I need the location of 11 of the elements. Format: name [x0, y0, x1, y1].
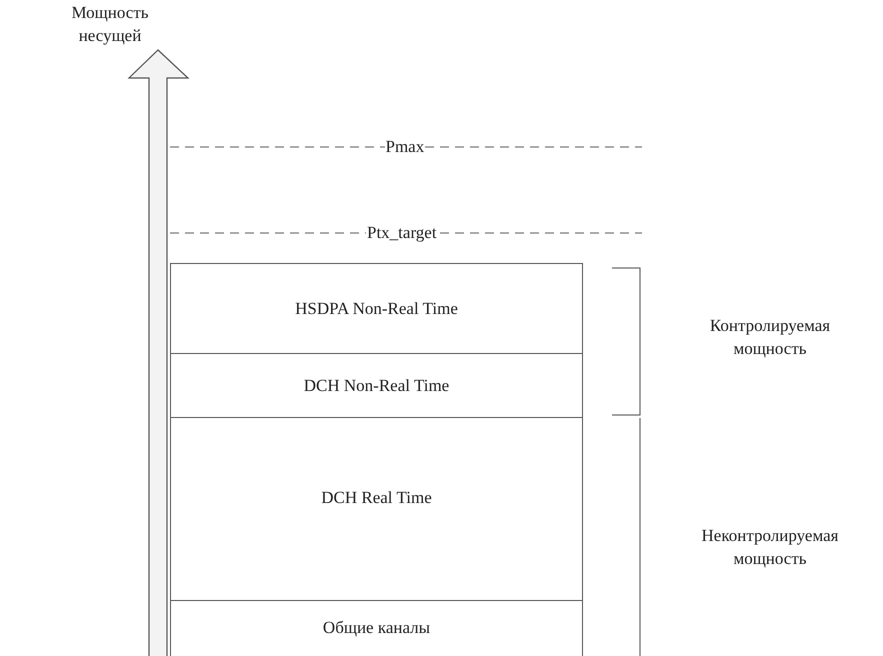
power-band — [170, 417, 583, 601]
band-label: DCH Non-Real Time — [304, 376, 450, 396]
region-label: Неконтролируемая мощность — [700, 525, 840, 570]
band-label: DCH Real Time — [321, 488, 432, 508]
power-band — [170, 263, 583, 354]
power-band — [170, 600, 583, 656]
power-band — [170, 353, 583, 418]
band-label: HSDPA Non-Real Time — [295, 298, 458, 318]
band-label: Общие каналы — [322, 618, 430, 638]
region-label: Контролируемая мощность — [708, 315, 832, 360]
axis-title: Мощность несущей — [70, 2, 150, 47]
